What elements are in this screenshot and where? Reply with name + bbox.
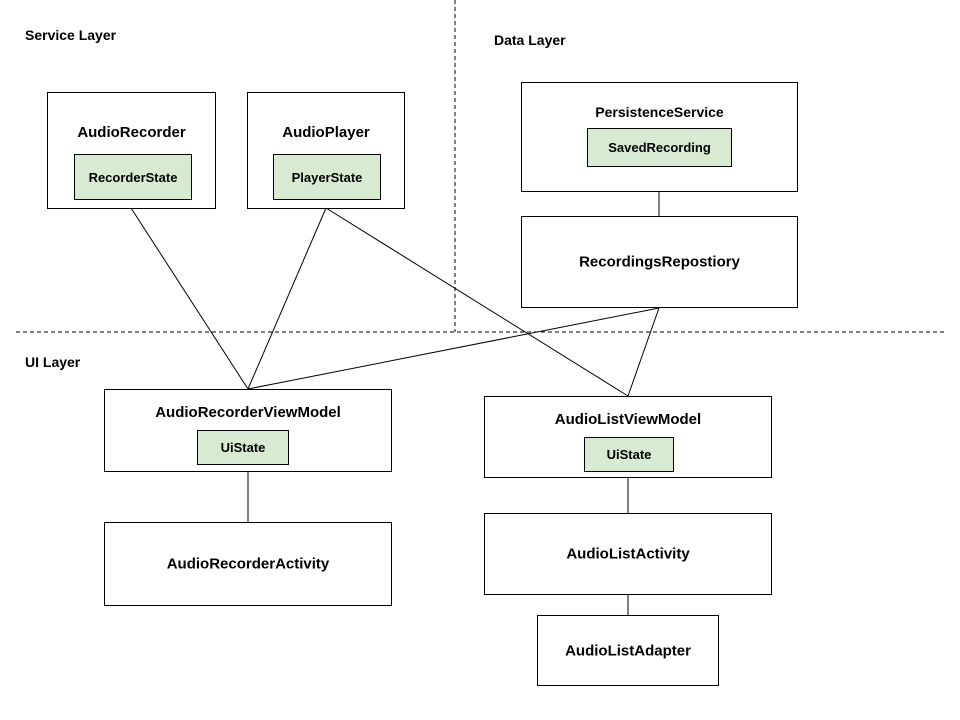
connector-repository-to-recorderviewmodel [247,307,660,390]
data-layer-label: Data Layer [494,32,566,48]
audio-list-activity-box[interactable]: AudioListActivity [484,513,772,595]
audio-recorder-activity-title: AudioRecorderActivity [166,555,330,573]
recordings-repository-box[interactable]: RecordingsRepostiory [521,216,798,308]
connector-repository-to-listviewmodel [627,307,660,397]
list-ui-state-box: UiState [584,437,674,472]
audio-player-title: AudioPlayer [282,124,370,141]
recorder-ui-state-box: UiState [197,430,289,465]
saved-recording-box: SavedRecording [587,128,732,167]
audio-player-box[interactable]: AudioPlayer PlayerState [247,92,405,209]
audio-list-view-model-box[interactable]: AudioListViewModel UiState [484,396,772,478]
service-layer-label: Service Layer [25,27,117,43]
audio-recorder-view-model-box[interactable]: AudioRecorderViewModel UiState [104,389,392,472]
audio-list-view-model-title: AudioListViewModel [554,411,702,428]
player-state-box: PlayerState [273,154,381,200]
audio-recorder-box[interactable]: AudioRecorder RecorderState [47,92,216,209]
ui-layer-label: UI Layer [25,354,81,370]
audio-list-adapter-box[interactable]: AudioListAdapter [537,615,719,686]
persistence-service-box[interactable]: PersistenceService SavedRecording [521,82,798,192]
audio-recorder-view-model-title: AudioRecorderViewModel [155,404,341,421]
connector-audioplayer-to-recorderviewmodel [247,207,327,390]
recorder-state-box: RecorderState [74,154,192,200]
audio-list-adapter-title: AudioListAdapter [565,642,691,659]
audio-recorder-activity-box[interactable]: AudioRecorderActivity [104,522,392,606]
recordings-repository-title: RecordingsRepostiory [579,253,740,271]
connector-audiorecorder-to-recorderviewmodel [130,207,249,390]
audio-recorder-title: AudioRecorder [77,124,186,141]
connector-audioplayer-to-listviewmodel [325,207,629,397]
persistence-service-title: PersistenceService [595,104,724,120]
audio-list-activity-title: AudioListActivity [566,545,690,563]
